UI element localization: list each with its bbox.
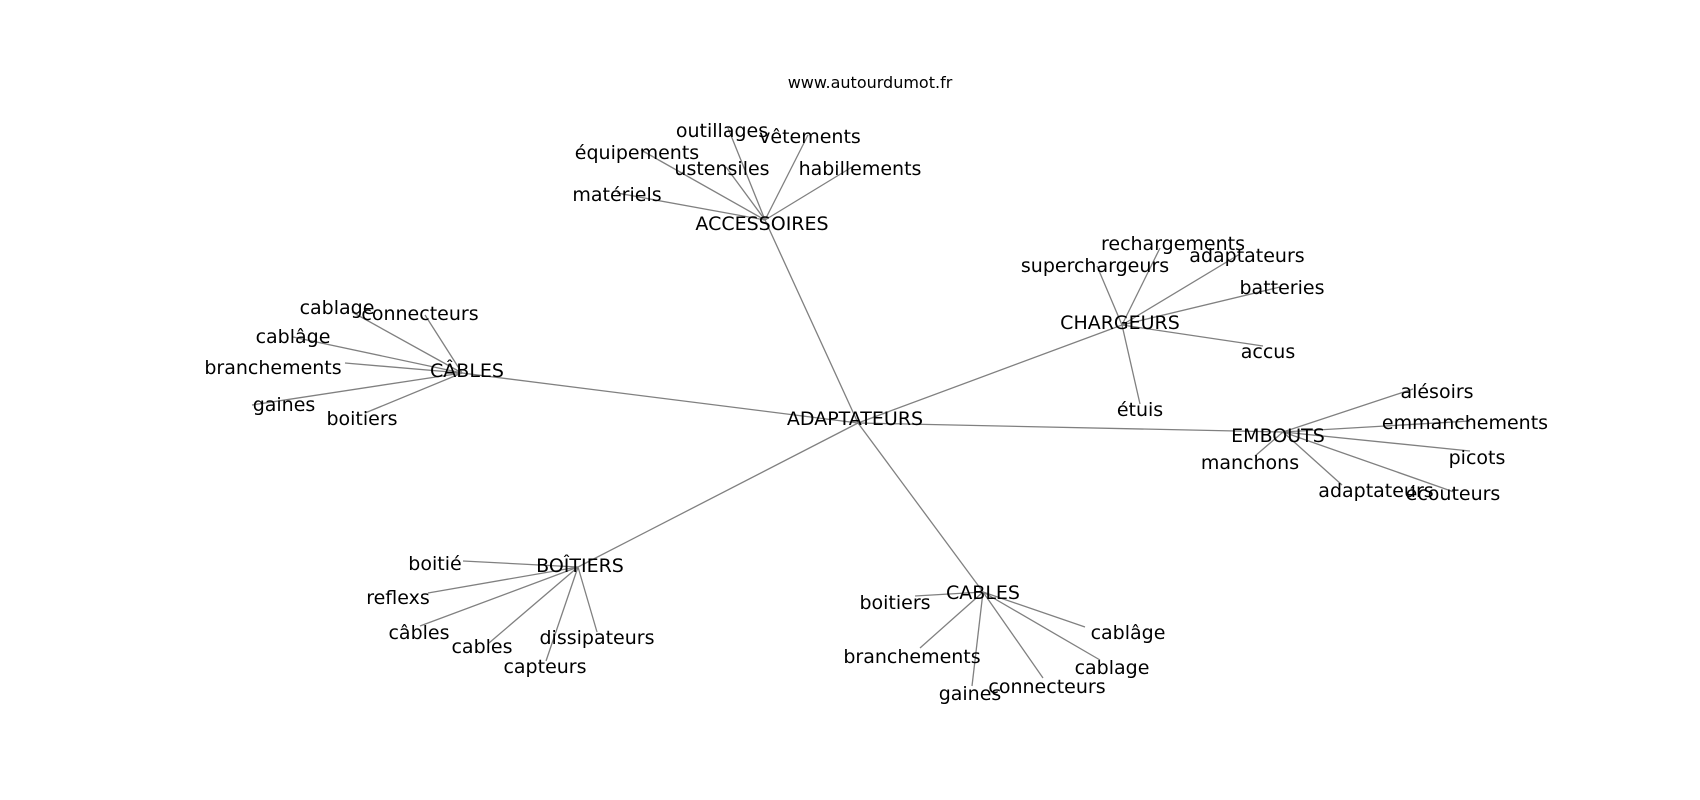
edge-cluster-to-leaf [1121, 324, 1264, 347]
edge-cluster-to-leaf [419, 566, 579, 627]
leaf-node-label[interactable]: adaptateurs [1189, 245, 1304, 267]
edge-cluster-to-leaf [1096, 265, 1123, 326]
edge-cluster-to-leaf [1121, 286, 1281, 326]
edge-cluster-to-leaf [971, 591, 984, 687]
graph-edges [251, 127, 1471, 687]
leaf-node-label[interactable]: gaines [939, 683, 1002, 705]
leaf-node-label[interactable]: outillages [676, 120, 768, 142]
edge-cluster-to-leaf [1254, 431, 1284, 457]
edge-cluster-to-leaf [1282, 431, 1471, 452]
cluster-node-label[interactable]: ACCESSOIRES [695, 213, 828, 235]
edge-cluster-to-leaf [982, 591, 1044, 679]
leaf-node-label[interactable]: habillements [799, 158, 922, 180]
edge-cluster-to-leaf [462, 560, 579, 568]
edge-center-to-cluster [857, 422, 984, 593]
leaf-node-label[interactable]: boitiers [859, 592, 930, 614]
graph-labels: www.autourdumot.fr ADAPTATEURS outillage… [204, 73, 1548, 705]
edge-cluster-to-leaf [427, 566, 579, 594]
leaf-node-label[interactable]: batteries [1240, 277, 1325, 299]
edge-cluster-to-leaf [545, 566, 579, 662]
edge-cluster-to-leaf [919, 591, 984, 649]
leaf-node-label[interactable]: boitiers [326, 408, 397, 430]
edge-cluster-to-leaf [764, 166, 853, 221]
leaf-node-label[interactable]: cablâge [1091, 622, 1166, 644]
leaf-node-label[interactable]: rechargements [1101, 233, 1245, 255]
leaf-node-label[interactable]: picots [1449, 447, 1506, 469]
leaf-node-label[interactable]: branchements [204, 357, 341, 379]
edge-center-to-cluster [577, 422, 859, 568]
edge-cluster-to-leaf [344, 362, 463, 374]
leaf-node-label[interactable]: accus [1241, 341, 1295, 363]
leaf-node-label[interactable]: connecteurs [988, 676, 1105, 698]
leaf-node-label[interactable]: matériels [572, 184, 661, 206]
leaf-node-label[interactable]: branchements [843, 646, 980, 668]
leaf-node-label[interactable]: câbles [388, 622, 449, 644]
cluster-node-label[interactable]: CÂBLES [430, 359, 504, 382]
edge-cluster-to-leaf [727, 127, 766, 221]
edge-cluster-to-leaf [1282, 420, 1471, 433]
leaf-node-label[interactable]: ustensiles [674, 158, 769, 180]
leaf-node-label[interactable]: emmanchements [1382, 412, 1548, 434]
cluster-node-label[interactable]: CABLES [946, 582, 1020, 604]
edge-cluster-to-leaf [1121, 247, 1161, 326]
edge-cluster-to-leaf [982, 591, 1086, 628]
edge-cluster-to-leaf [616, 192, 766, 221]
leaf-node-label[interactable]: vêtements [759, 126, 861, 148]
leaf-node-label[interactable]: cablage [300, 297, 375, 319]
leaf-node-label[interactable]: boitié [408, 553, 461, 575]
edge-cluster-to-leaf [351, 311, 463, 374]
leaf-node-label[interactable]: capteurs [503, 656, 586, 678]
leaf-node-label[interactable]: manchons [1201, 452, 1299, 474]
edge-cluster-to-leaf [1282, 388, 1414, 433]
leaf-node-label[interactable]: superchargeurs [1021, 255, 1169, 277]
edge-center-to-cluster [461, 372, 859, 424]
edge-center-to-cluster [764, 219, 859, 424]
leaf-node-label[interactable]: cablâge [256, 326, 331, 348]
site-watermark: www.autourdumot.fr [788, 73, 953, 92]
edge-cluster-to-leaf [488, 566, 579, 644]
leaf-node-label[interactable]: écouteurs [1406, 483, 1501, 505]
edge-center-to-cluster [857, 324, 1123, 424]
leaf-node-label[interactable]: étuis [1117, 399, 1163, 421]
leaf-node-label[interactable]: dissipateurs [539, 627, 654, 649]
cluster-node-label[interactable]: EMBOUTS [1231, 425, 1325, 447]
edge-cluster-to-leaf [725, 166, 766, 221]
edge-cluster-to-leaf [364, 372, 463, 414]
leaf-node-label[interactable]: connecteurs [361, 303, 478, 325]
edge-cluster-to-leaf [1282, 431, 1343, 486]
edge-cluster-to-leaf [1282, 431, 1455, 493]
leaf-node-label[interactable]: équipements [575, 142, 699, 164]
edge-cluster-to-leaf [292, 336, 463, 374]
cluster-node-label[interactable]: BOÎTIERS [536, 554, 624, 577]
edge-cluster-to-leaf [982, 591, 1101, 661]
edge-cluster-to-leaf [424, 314, 463, 374]
leaf-node-label[interactable]: adaptateurs [1318, 480, 1433, 502]
leaf-node-label[interactable]: reflexs [366, 587, 430, 609]
cluster-node-label[interactable]: CHARGEURS [1060, 312, 1180, 334]
leaf-node-label[interactable]: cablage [1075, 657, 1150, 679]
edge-cluster-to-leaf [764, 134, 809, 221]
leaf-node-label[interactable]: cables [451, 636, 512, 658]
edge-cluster-to-leaf [1121, 324, 1141, 405]
edge-cluster-to-leaf [577, 566, 598, 633]
edge-cluster-to-leaf [914, 591, 984, 597]
edge-cluster-to-leaf [640, 149, 766, 221]
leaf-node-label[interactable]: gaines [253, 394, 316, 416]
center-node-label[interactable]: ADAPTATEURS [787, 408, 923, 430]
leaf-node-label[interactable]: alésoirs [1400, 381, 1473, 403]
edge-cluster-to-leaf [1121, 253, 1241, 326]
edge-cluster-to-leaf [251, 372, 463, 406]
edge-center-to-cluster [857, 422, 1284, 433]
